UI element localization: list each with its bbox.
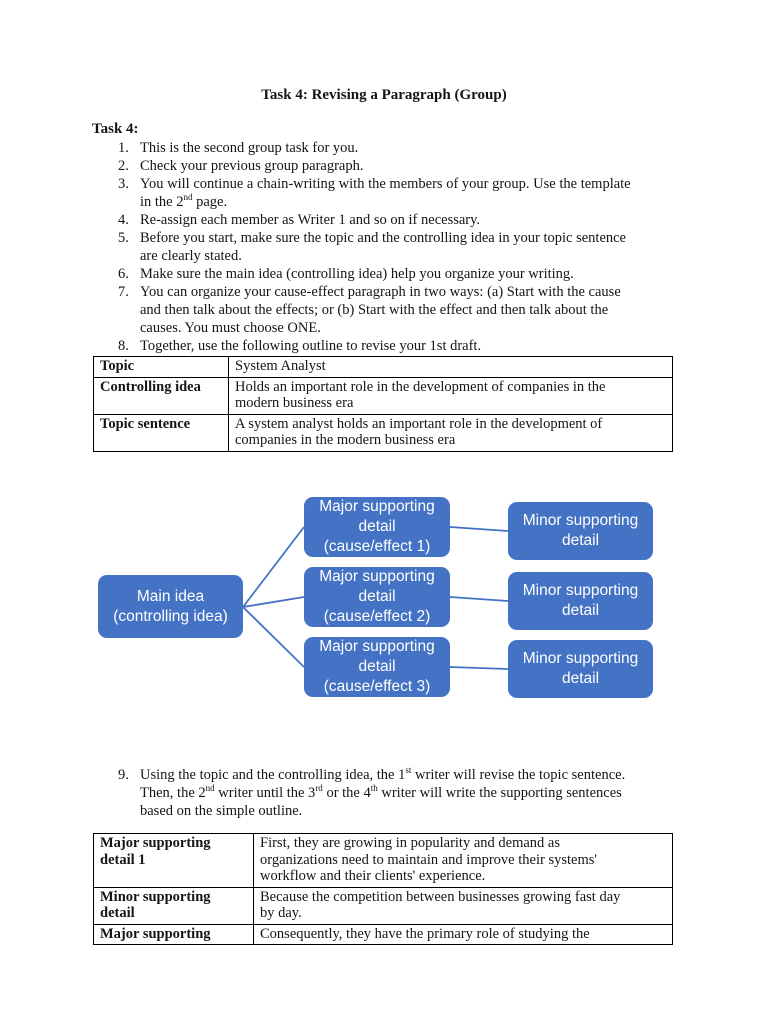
item-text: Re-assign each member as Writer 1 and so… (140, 212, 481, 228)
item-text: You can organize your cause-effect parag… (140, 284, 621, 336)
connector-main-major3 (242, 606, 305, 668)
row-label: Topic (93, 356, 229, 378)
row-value: A system analyst holds an important role… (228, 413, 673, 452)
list-item: 6. Make sure the main idea (controlling … (118, 265, 684, 283)
item-number: 2. (118, 158, 129, 174)
item-number: 9. (118, 767, 129, 783)
connector-main-major2 (242, 596, 305, 608)
item-number: 8. (118, 338, 129, 354)
table-row: Topic sentence A system analyst holds an… (93, 413, 673, 452)
row-value: Consequently, they have the primary role… (253, 923, 673, 945)
row-label: Controlling idea (93, 376, 229, 415)
diagram-box-minor-1: Minor supporting detail (508, 502, 653, 560)
outline-diagram: Main idea (controlling idea) Major suppo… (0, 485, 768, 735)
ordinal-superscript: nd (183, 192, 193, 203)
diagram-box-minor-3: Minor supporting detail (508, 640, 653, 698)
ordinal-superscript: nd (205, 783, 215, 794)
item-number: 3. (118, 176, 129, 192)
ordinal-superscript: st (405, 765, 412, 776)
list-item: 2. Check your previous group paragraph. (118, 157, 684, 175)
item-text: Make sure the main idea (controlling ide… (140, 266, 574, 282)
row-label: Topic sentence (93, 413, 229, 452)
item-number: 4. (118, 212, 129, 228)
ordinal-superscript: rd (315, 783, 323, 794)
instruction-list: 1. This is the second group task for you… (118, 139, 684, 355)
row-value: First, they are growing in popularity an… (253, 833, 673, 888)
row-value: Holds an important role in the developme… (228, 376, 673, 415)
table-row: Controlling idea Holds an important role… (93, 376, 673, 415)
list-item: 3. You will continue a chain-writing wit… (118, 175, 684, 211)
item-text: Together, use the following outline to r… (140, 338, 482, 354)
item-number: 6. (118, 266, 129, 282)
item-text: Check your previous group paragraph. (140, 158, 364, 174)
item-number: 1. (118, 140, 129, 156)
row-value: System Analyst (228, 356, 673, 378)
row-label: Major supporting detail 1 (93, 833, 254, 888)
diagram-box-major-2: Major supporting detail (cause/effect 2) (304, 567, 450, 627)
table-row: Major supporting detail 1 First, they ar… (93, 833, 673, 888)
list-item: 7. You can organize your cause-effect pa… (118, 283, 684, 337)
diagram-box-major-3: Major supporting detail (cause/effect 3) (304, 637, 450, 697)
list-item: 8. Together, use the following outline t… (118, 337, 684, 355)
table-row: Minor supporting detail Because the comp… (93, 886, 673, 925)
task-heading: Task 4: (92, 121, 139, 137)
row-label: Major supporting (93, 923, 254, 945)
connector-major1-minor1 (449, 526, 509, 532)
item-number: 7. (118, 284, 129, 300)
item-number: 5. (118, 230, 129, 246)
connector-major2-minor2 (449, 596, 509, 602)
ordinal-superscript: th (370, 783, 378, 794)
diagram-box-main-idea: Main idea (controlling idea) (98, 575, 243, 638)
item-text: Using the topic and the controlling idea… (140, 765, 626, 819)
connector-major3-minor3 (449, 666, 509, 670)
item-text: This is the second group task for you. (140, 140, 359, 156)
table-row: Topic System Analyst (93, 356, 673, 378)
row-value: Because the competition between business… (253, 886, 673, 925)
topic-table: Topic System Analyst Controlling idea Ho… (93, 356, 673, 452)
row-label: Minor supporting detail (93, 886, 254, 925)
connector-main-major1 (242, 526, 305, 608)
instruction-item-9: 9. Using the topic and the controlling i… (118, 766, 684, 820)
item-text: Before you start, make sure the topic an… (140, 230, 626, 264)
diagram-box-minor-2: Minor supporting detail (508, 572, 653, 630)
list-item: 5. Before you start, make sure the topic… (118, 229, 684, 265)
table-row: Major supporting Consequently, they have… (93, 923, 673, 945)
connector-lines (242, 526, 509, 670)
list-item: 1. This is the second group task for you… (118, 139, 684, 157)
page-title: Task 4: Revising a Paragraph (Group) (261, 87, 507, 103)
list-item: 4. Re-assign each member as Writer 1 and… (118, 211, 684, 229)
item-text: You will continue a chain-writing with t… (140, 176, 631, 210)
diagram-box-major-1: Major supporting detail (cause/effect 1) (304, 497, 450, 557)
outline-draft-table: Major supporting detail 1 First, they ar… (93, 833, 673, 945)
